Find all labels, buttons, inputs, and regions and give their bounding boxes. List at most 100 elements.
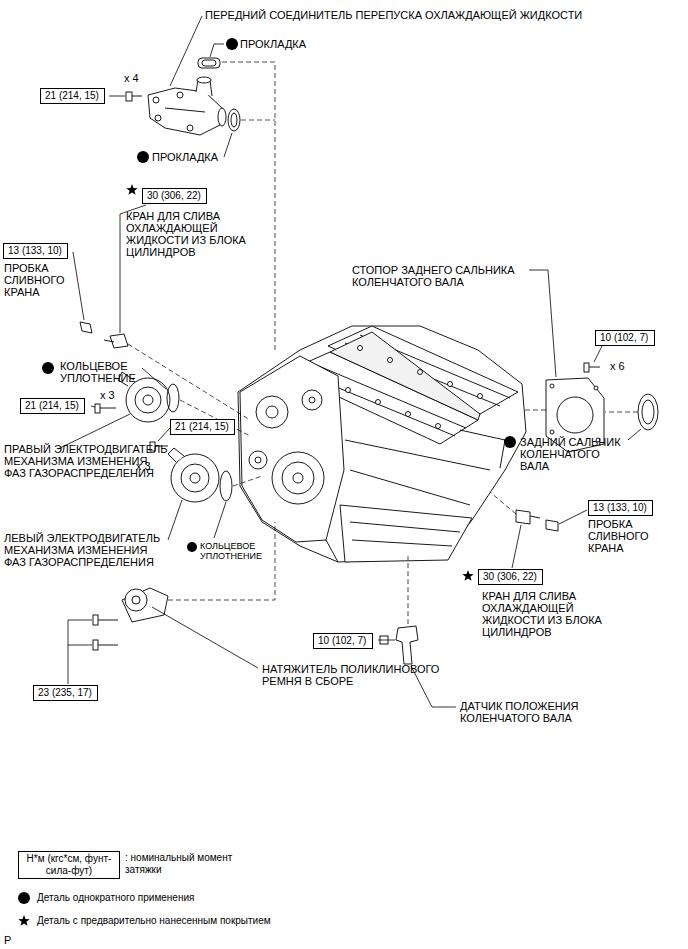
part-label: ПРОКЛАДКА	[240, 38, 306, 50]
engine-illustration	[293, 473, 303, 483]
torque-value: 30 (306, 22)	[147, 190, 202, 202]
o-ring	[167, 384, 179, 412]
o-ring	[220, 471, 232, 501]
part-label: НАТЯЖИТЕЛЬ ПОЛИКЛИНОВОГО РЕМНЯ В СБОРЕ	[262, 663, 457, 687]
coolant-bypass-joint	[165, 108, 205, 112]
vvt-motor	[135, 387, 161, 413]
torque-value: 23 (235, 17)	[38, 687, 93, 699]
part-label: ПРОКЛАДКА	[152, 151, 218, 163]
assembly-line	[605, 412, 638, 413]
o-ring	[167, 384, 232, 501]
leader-line	[170, 16, 202, 86]
assembly-line	[233, 476, 262, 486]
engine-illustration	[478, 394, 483, 399]
bolt	[93, 615, 98, 625]
leader-line	[168, 500, 182, 540]
drain-cock	[546, 520, 558, 531]
legend-text: Деталь с предварительно нанесенным покры…	[37, 915, 271, 927]
rear-seal-retainer	[550, 384, 554, 388]
vvt-motor	[126, 378, 170, 422]
drain-cock	[80, 322, 92, 333]
rear-seal-retainer	[594, 386, 598, 390]
engine-illustration	[340, 505, 472, 562]
engine-illustration	[345, 440, 490, 470]
leader-line	[58, 16, 641, 707]
single-use-mark	[18, 892, 30, 904]
torque-box: 13 (133, 10)	[3, 243, 68, 259]
leader-line	[512, 525, 521, 568]
engine-illustration	[436, 424, 441, 429]
torque-value: 13 (133, 10)	[8, 245, 63, 257]
gasket	[231, 113, 237, 127]
part-label: КРАН ДЛЯ СЛИВА ОХЛАЖДАЮЩЕЙ ЖИДКОСТИ ИЗ Б…	[126, 210, 254, 258]
bolt	[93, 640, 98, 650]
assembly-line	[128, 344, 250, 420]
bolt	[126, 92, 132, 101]
drain-cock	[516, 510, 530, 524]
engine-illustration	[302, 390, 322, 410]
drain-cock	[530, 516, 540, 518]
leader-line	[529, 270, 556, 377]
part-label: КОЛЬЦЕВОЕ УПЛОТНЕНИЕ	[60, 360, 142, 384]
drain-cock	[104, 340, 114, 342]
part-label: КРАН ДЛЯ СЛИВА ОХЛАЖДАЮЩЕЙ ЖИДКОСТИ ИЗ Б…	[482, 590, 610, 638]
engine-illustration	[266, 406, 278, 418]
torque-box: 21 (214, 15)	[170, 419, 235, 435]
engine-illustration	[272, 452, 324, 504]
quantity-label: x 3	[100, 389, 115, 401]
gasket	[198, 58, 220, 68]
part-label: ПРАВЫЙ ЭЛЕКТРОДВИГАТЕЛЬ МЕХАНИЗМА ИЗМЕНЕ…	[4, 443, 172, 479]
leader-line	[152, 607, 258, 668]
drain-cock	[110, 334, 128, 348]
bolt	[98, 620, 118, 621]
engine-illustration	[240, 356, 344, 542]
engine-illustration	[358, 346, 363, 351]
gasket	[202, 60, 216, 66]
leader-line	[109, 96, 125, 97]
belt-tensioner	[125, 589, 147, 611]
quantity-label: x 4	[124, 72, 139, 84]
single-use-mark	[187, 542, 197, 552]
bolt	[100, 408, 116, 409]
coolant-bypass-joint	[155, 115, 161, 121]
precoated-mark	[18, 915, 29, 926]
quantity-label: x 6	[610, 360, 625, 372]
engine-illustration	[238, 326, 526, 562]
leader-line	[214, 502, 226, 538]
torque-value: 21 (214, 15)	[175, 421, 230, 433]
engine-illustration	[346, 388, 351, 393]
engine-illustration	[448, 382, 453, 387]
bolt	[132, 96, 142, 97]
assembly-line	[522, 410, 546, 411]
engine-illustration	[249, 451, 267, 469]
assembly-line	[222, 62, 275, 352]
torque-box: 10 (102, 7)	[595, 330, 655, 346]
engine-illustration	[350, 522, 460, 546]
torque-value: 10 (102, 7)	[318, 635, 368, 647]
gasket	[198, 58, 240, 131]
engine-illustration	[350, 470, 470, 505]
bolt	[95, 404, 100, 413]
engine-illustration	[309, 397, 315, 403]
precoated-mark	[126, 184, 137, 195]
engine-illustration	[406, 412, 411, 417]
assembly-line	[408, 556, 409, 624]
bolt	[584, 363, 589, 372]
torque-value: 13 (133, 10)	[593, 502, 648, 514]
engine-illustration	[282, 462, 314, 494]
engine-illustration	[418, 370, 423, 375]
belt-tensioner	[122, 588, 168, 622]
torque-box: 30 (306, 22)	[478, 569, 543, 585]
engine-illustration	[330, 332, 480, 420]
coolant-bypass-joint	[218, 108, 226, 126]
part-label: P	[4, 934, 11, 946]
engine-illustration	[460, 430, 505, 468]
part-label: СТОПОР ЗАДНЕГО САЛЬНИКА КОЛЕНЧАТОГО ВАЛА	[352, 264, 527, 288]
bolt	[589, 367, 600, 368]
torque-value: 21 (214, 15)	[45, 90, 100, 102]
leader-line	[224, 133, 232, 157]
leader-line	[158, 428, 170, 441]
torque-value: Н*м (кгс*см, фунт-сила-фут)	[23, 853, 115, 877]
leader-line	[142, 368, 166, 389]
torque-box: 23 (235, 17)	[33, 685, 98, 701]
